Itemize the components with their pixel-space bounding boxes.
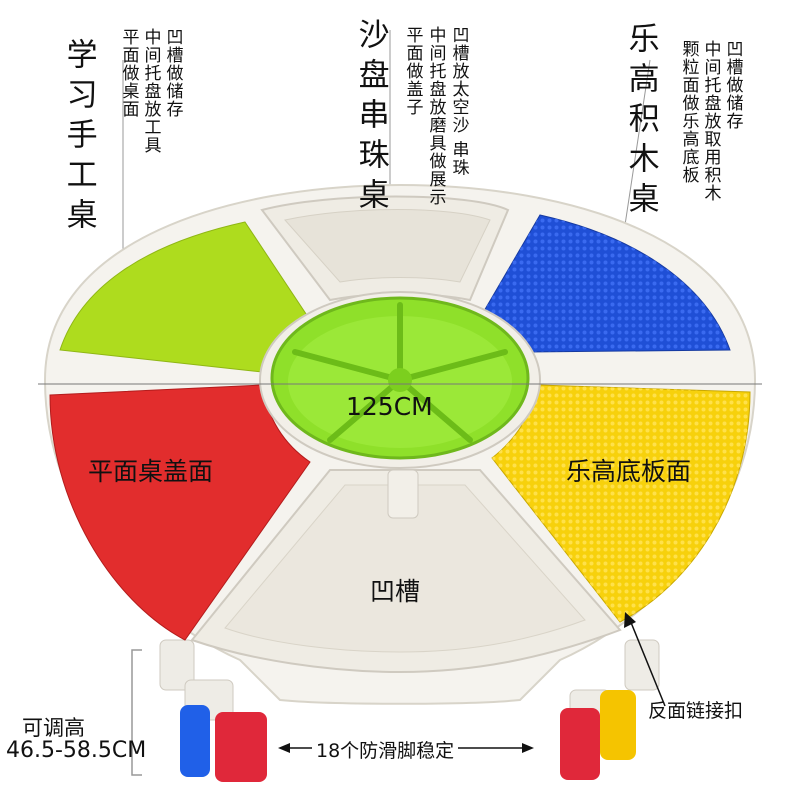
latch-label: 反面链接扣 xyxy=(648,700,744,722)
latch-arrow-head xyxy=(624,612,636,628)
center-post xyxy=(387,469,419,519)
lego-note-2: 中间托盘放取用积木 xyxy=(700,40,721,202)
height-title: 可调高 xyxy=(22,716,85,740)
tray-center-hub xyxy=(388,368,412,392)
craft-note-3: 平面做桌面 xyxy=(118,28,139,118)
bottom-groove-inner xyxy=(224,484,586,653)
latch-arrow xyxy=(629,619,666,707)
lego-table-title: 乐高积木桌 xyxy=(622,22,659,222)
sand-note-1: 凹槽放太空沙 串珠 xyxy=(448,26,469,177)
top-groove-inner xyxy=(284,209,491,283)
lego-note-1: 凹槽做储存 xyxy=(722,40,743,130)
leg-front-left-red-foot xyxy=(215,712,267,782)
lego-note-3: 颗粒面做乐高底板 xyxy=(678,40,699,184)
craft-note-1: 凹槽做储存 xyxy=(162,28,183,118)
sand-note-3: 平面做盖子 xyxy=(402,26,423,116)
tray-dividers xyxy=(292,302,508,443)
feet-arrow-right-head xyxy=(522,743,534,753)
red-flat-sector xyxy=(49,384,311,641)
leg-front-right-yellow-foot xyxy=(600,690,636,760)
sand-note-2: 中间托盘放磨具做展示 xyxy=(425,26,446,206)
sand-table-title: 沙盘串珠桌 xyxy=(352,18,389,218)
groove-label: 凹槽 xyxy=(370,577,421,606)
yellow-lego-studs xyxy=(492,385,750,622)
blue-lego-studs xyxy=(480,215,730,352)
leg-front-right-red-foot xyxy=(560,708,600,780)
leg-back-right xyxy=(624,639,660,691)
feet-label: 18个防滑脚稳定 xyxy=(312,736,459,763)
height-range: 46.5-58.5CM xyxy=(6,738,147,763)
diameter-label: 125CM xyxy=(346,392,433,421)
flat-top-label: 平面桌盖面 xyxy=(88,457,214,486)
lego-surface-label: 乐高底板面 xyxy=(566,457,692,486)
leg-back-left xyxy=(159,639,195,691)
feet-arrow-left-head xyxy=(278,743,290,753)
craft-note-2: 中间托盘放工具 xyxy=(140,28,161,154)
craft-table-title: 学习手工桌 xyxy=(60,38,97,238)
height-bracket xyxy=(131,649,142,776)
leg-front-left-blue-foot xyxy=(180,705,210,777)
